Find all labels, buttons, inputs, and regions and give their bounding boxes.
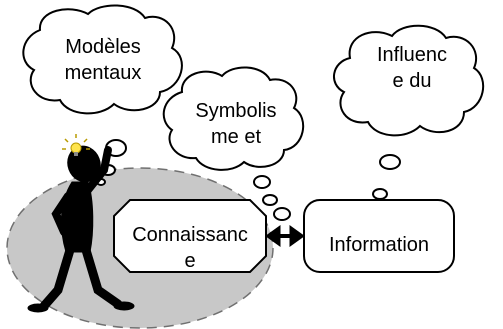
box-information-label: Information (328, 234, 430, 256)
box-connaissance-label-line1: Connaissanc (132, 224, 248, 246)
double-arrow (265, 225, 305, 247)
cloud-modeles-label-line1: Modèles (65, 36, 141, 58)
thought-bubble-small (253, 175, 271, 189)
thought-bubble-small (372, 188, 388, 200)
cloud-symbolisme (162, 66, 304, 221)
cloud-symbolisme-label-line2: me et (210, 126, 262, 148)
cloud-influence-label-line1: Influenc (376, 44, 448, 66)
box-connaissance (113, 199, 267, 273)
thought-bubble-small (379, 154, 401, 170)
cloud-symbolisme-label-line1: Symbolis (195, 100, 277, 122)
cloud-influence-label-line2: e du (392, 70, 432, 92)
thought-bubble-small (262, 194, 278, 206)
light-bulb-icon (62, 134, 90, 156)
thought-bubble-small (273, 207, 291, 221)
thinking-person-figure (27, 145, 135, 313)
cloud-modeles-label-line2: mentaux (64, 62, 142, 84)
cloud-influence (333, 24, 484, 212)
box-connaissance-label-line2: e (184, 250, 196, 268)
